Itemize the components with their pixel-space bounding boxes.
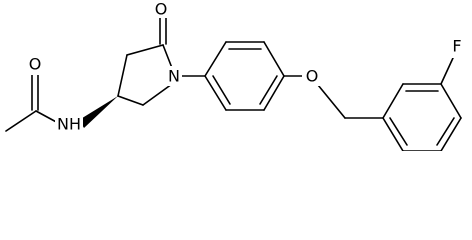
- bond-c3-c2: [126, 44, 164, 56]
- atom-labels: O N NH O O F: [24, 0, 466, 134]
- bond-ar2-d: [440, 117, 462, 151]
- acetyl-group: [5, 72, 61, 132]
- bond-c-f: [440, 57, 454, 85]
- bond-ar1-inner-2: [259, 75, 278, 105]
- pyrrolidinone-ring: [117, 16, 173, 106]
- bond-o-ch2: [317, 84, 346, 119]
- phenylene-ring: [204, 41, 285, 111]
- bond-ar1-f: [204, 75, 227, 111]
- bond-ar2-f: [382, 117, 404, 151]
- fluorophenyl-ring: [382, 57, 462, 151]
- bond-ar1-a: [204, 41, 227, 77]
- bond-ar1-inner-3: [212, 75, 231, 105]
- bond-ar2-inner-2: [436, 117, 455, 146]
- bond-c2-n: [162, 44, 173, 69]
- atom-o-ring-carbonyl: O: [155, 0, 168, 19]
- bond-ar1-d: [263, 75, 285, 111]
- bond-n-c5: [142, 83, 173, 106]
- atom-o-acetyl: O: [29, 55, 42, 74]
- atom-n-ring: N: [168, 67, 180, 86]
- molecule-structure: O N NH O O F: [5, 0, 466, 151]
- bond-ar2-c: [440, 83, 462, 119]
- bond-ar2-a: [382, 83, 404, 119]
- bond-c4-c3: [117, 54, 128, 97]
- bond-methyl-carbonyl: [5, 110, 37, 132]
- atom-f: F: [452, 37, 461, 56]
- atom-o-ether: O: [306, 67, 319, 86]
- bond-ar2-inner-3: [389, 117, 408, 146]
- stereo-wedge-bond: [79, 96, 118, 128]
- atom-nh-amide: NH: [57, 115, 81, 134]
- bond-c5-c4: [117, 95, 144, 106]
- bond-ar1-c: [263, 41, 285, 77]
- ether-linkage: [283, 75, 384, 119]
